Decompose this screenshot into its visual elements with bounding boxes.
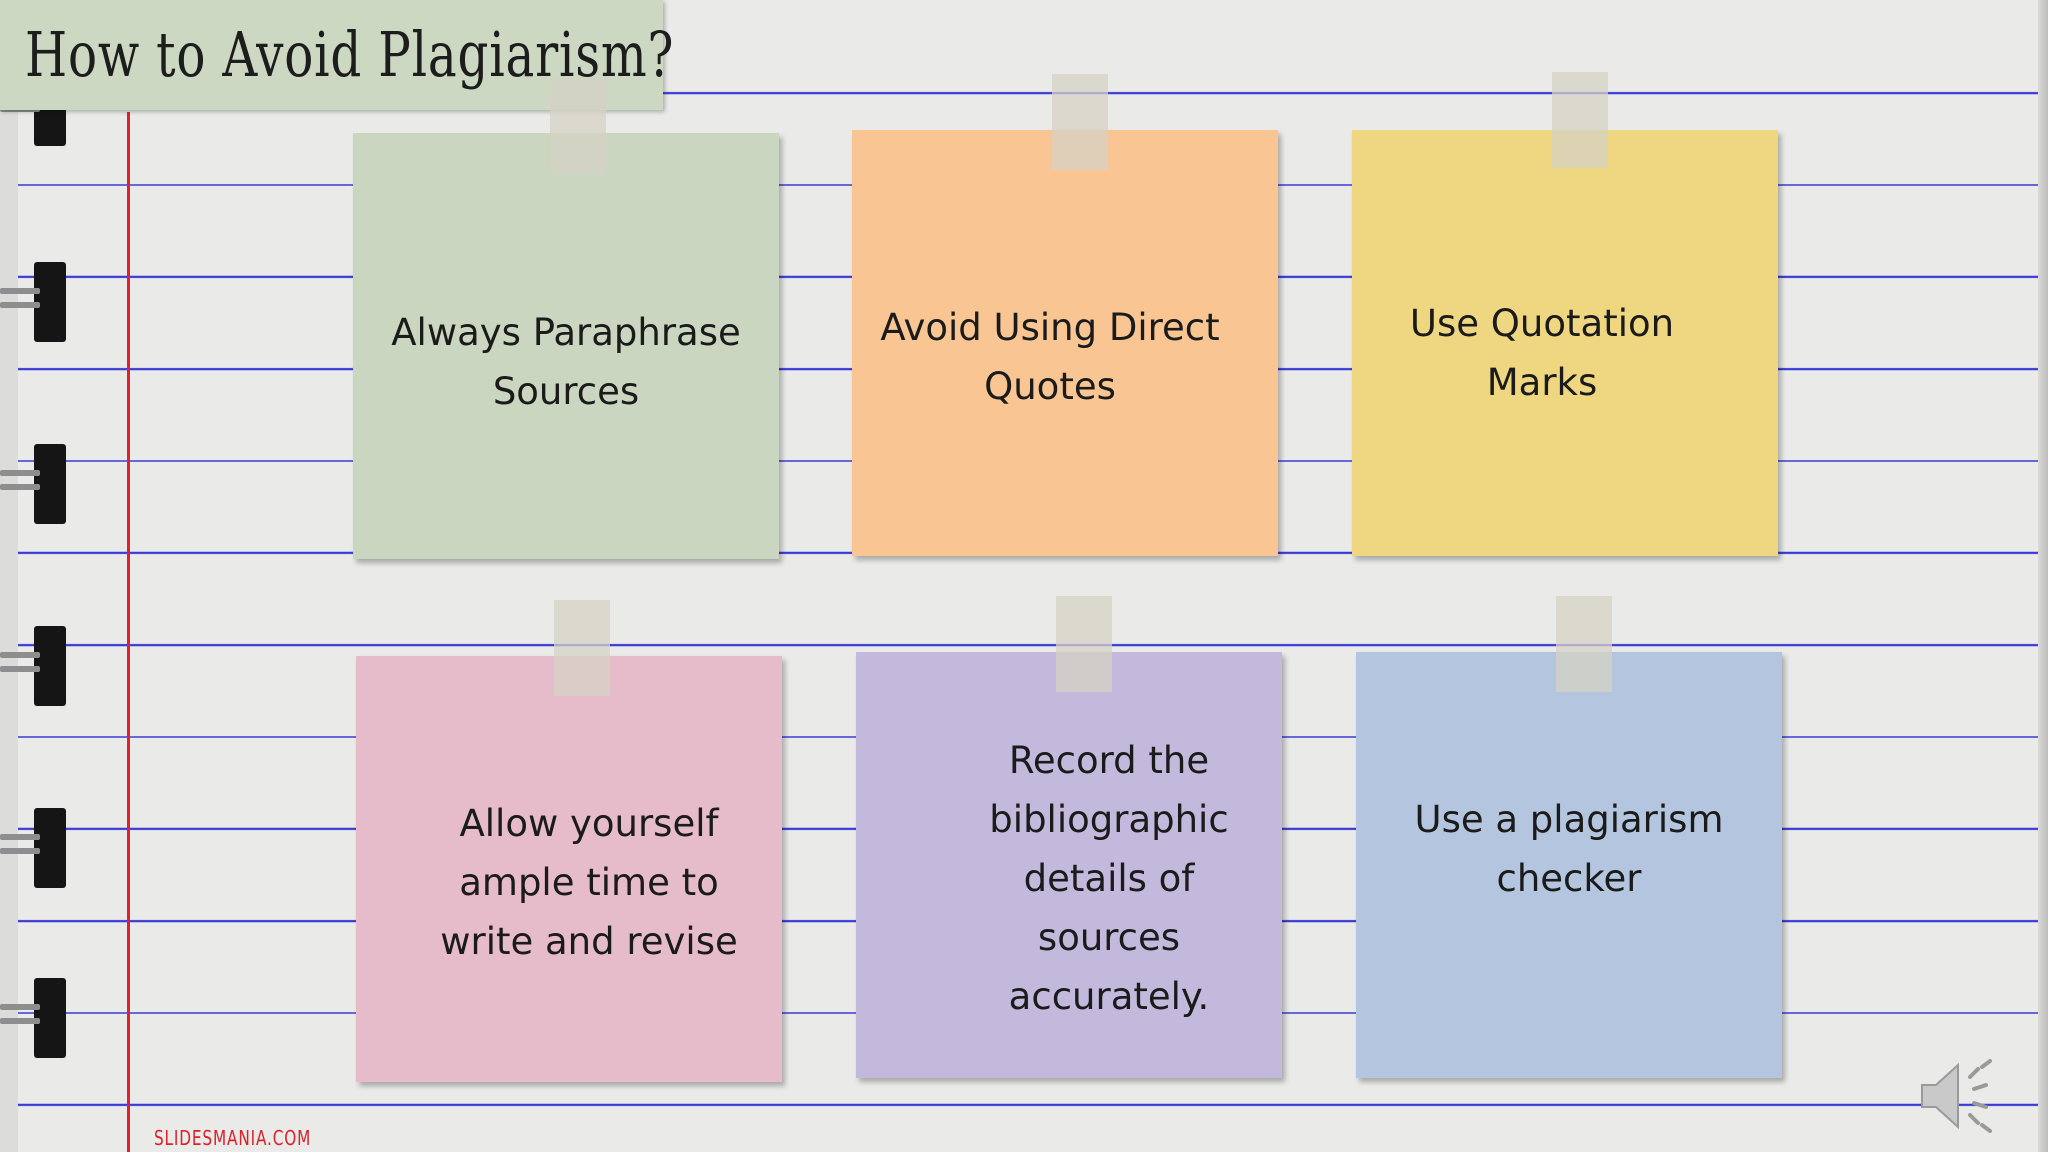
sticky-note-plagiarism-checker[interactable]: Use a plagiarism checker	[1356, 652, 1782, 1078]
sticky-note-paraphrase[interactable]: Always Paraphrase Sources	[353, 133, 779, 559]
tape	[1552, 72, 1608, 168]
note-text: Allow yourself ample time to write and r…	[440, 802, 738, 963]
note-text: Use a plagiarism checker	[1414, 798, 1724, 900]
tape	[1056, 596, 1112, 692]
tape	[550, 78, 606, 174]
note-text: Always Paraphrase Sources	[391, 311, 741, 413]
sticky-note-direct-quotes[interactable]: Avoid Using Direct Quotes	[852, 130, 1278, 556]
note-text: Avoid Using Direct Quotes	[880, 306, 1220, 408]
speaker-icon[interactable]	[1918, 1055, 2000, 1137]
binder-ring-icon	[0, 808, 66, 888]
binder-ring-icon	[0, 444, 66, 524]
binder-ring-icon	[0, 978, 66, 1058]
binder-ring-icon	[0, 262, 66, 342]
footer-brand[interactable]: SLIDESMANIA.COM	[154, 1126, 312, 1150]
sticky-note-quotation-marks[interactable]: Use Quotation Marks	[1352, 130, 1778, 556]
margin-line	[127, 112, 130, 1152]
note-text: Use Quotation Marks	[1409, 302, 1675, 404]
sticky-note-bibliographic[interactable]: Record the bibliographic details of sour…	[856, 652, 1282, 1078]
binder-ring-icon	[0, 626, 66, 706]
tape	[1556, 596, 1612, 692]
sticky-note-ample-time[interactable]: Allow yourself ample time to write and r…	[356, 656, 782, 1082]
paper-right-edge	[2038, 0, 2048, 1152]
tape	[554, 600, 610, 696]
note-text: Record the bibliographic details of sour…	[989, 739, 1229, 1018]
tape	[1052, 74, 1108, 170]
